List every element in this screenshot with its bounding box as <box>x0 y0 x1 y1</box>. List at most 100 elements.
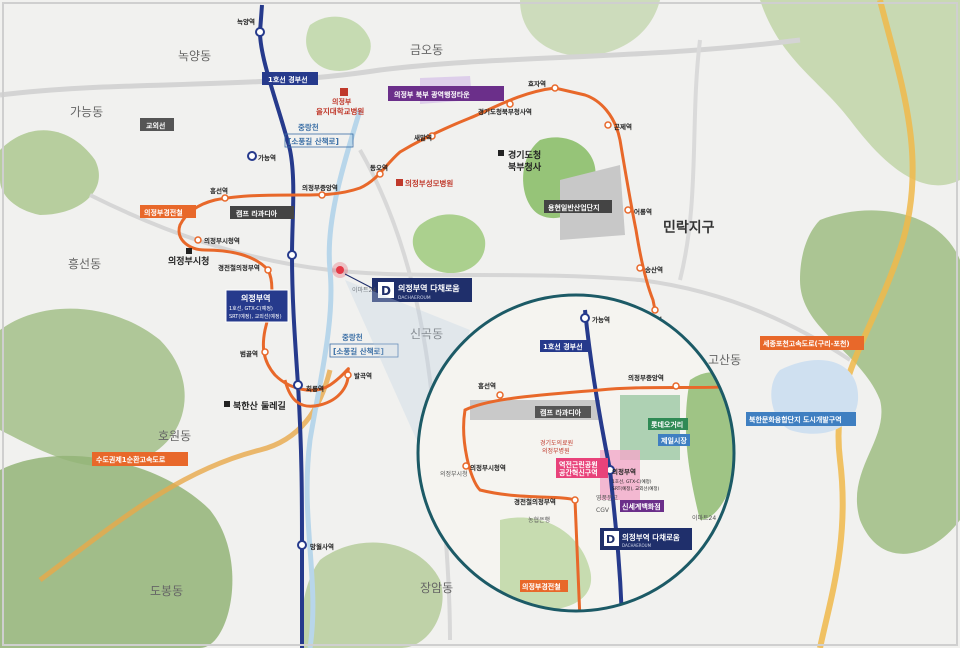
inset-tag-leisure: 의정부경전철 <box>520 580 568 592</box>
river-bottom-line1: 중랑천 <box>342 332 363 342</box>
leisure-stations: 탑석역 송산역 어룡역 곤제역 효자역 경기도청북부청사역 새말역 동오역 의정… <box>194 79 663 380</box>
station-heungseon-label: 흥선역 <box>210 186 228 195</box>
station-saemal-label: 새말역 <box>414 133 432 142</box>
project-callout: D 의정부역 다채로움 DACHAEROUM <box>372 278 472 302</box>
landmark-gyeonggi-office-line1: 경기도청 <box>508 149 541 161</box>
district-gosan: 고산동 <box>708 353 741 367</box>
district-dobong: 도봉동 <box>150 584 183 598</box>
tag-bukbu-culture: 북한문화융합단지 도시개발구역 <box>746 412 856 426</box>
project-sub: DACHAEROUM <box>398 295 431 301</box>
inset-tag-lotte-text: 롯데오거리 <box>651 420 683 429</box>
inset-gyeongjeon-label: 경전철의정부역 <box>514 497 556 506</box>
tag-line1: 1호선 경부선 <box>262 72 318 85</box>
tag-gyooeseon: 교외선 <box>140 118 174 131</box>
river-jungnangcheon <box>304 109 363 648</box>
tag-camp: 캠프 라과디아 <box>230 206 294 219</box>
district-singok: 신곡동 <box>410 327 443 341</box>
inset-tag-sinsegye-text: 신세계백화점 <box>622 502 661 511</box>
inset-uijeongbu-label: 의정부역 <box>612 467 636 476</box>
road-gray-2 <box>89 193 852 362</box>
station-mangwolsa-label: 망월사역 <box>310 542 334 551</box>
landmark-gyeonggi-office-line2: 북부청사 <box>508 161 542 173</box>
station-hoeryong-dot <box>293 380 303 390</box>
project-logo: D <box>381 284 391 298</box>
line1-stations: 녹양역 가능역 회룡역 망월사역 <box>237 17 334 551</box>
project-name: 의정부역 다채로움 <box>398 283 460 293</box>
station-beomgol-label: 범골역 <box>240 349 258 358</box>
tag-camp-text: 캠프 라과디아 <box>236 209 278 218</box>
tag-capital-ring: 수도권제1순환고속도로 <box>92 452 188 466</box>
inset-leisure <box>462 383 734 611</box>
inset-cgv: CGV <box>596 507 610 514</box>
inset-tag-sinsegye: 신세계백화점 <box>620 500 664 512</box>
inset-yeongpoong: 영풍문고 <box>596 494 619 502</box>
tag-bukbu-admin: 의정부 북부 광역행정타운 <box>388 86 504 101</box>
tag-leisure-text: 의정부경전철 <box>144 208 183 217</box>
station-dongo-label: 동오역 <box>370 163 388 172</box>
road-gray-1 <box>0 37 801 98</box>
road-gray-3 <box>358 149 452 641</box>
inset-tag-camp-text: 캠프 라과디아 <box>540 408 582 417</box>
inset-border <box>416 293 736 613</box>
inset-tag-youth-line2: 공간혁신구역 <box>559 468 598 477</box>
inset-tag-line1-text: 1호선 경부선 <box>543 342 583 351</box>
inset-hospital-line2: 의정부병원 <box>542 447 570 455</box>
tag-sejong-text: 세종포천고속도로(구리-포천) <box>763 339 850 348</box>
station-balgok-label: 발곡역 <box>354 371 372 380</box>
park-central <box>412 214 486 274</box>
tag-capital-ring-text: 수도권제1순환고속도로 <box>96 455 166 464</box>
inset-hospital-line1: 경기도의료원 <box>540 439 573 447</box>
district-geumo: 금오동 <box>410 43 443 57</box>
inset-tag-camp: 캠프 라과디아 <box>535 406 591 418</box>
inset-project-sub: DACHAEROUM <box>622 543 652 548</box>
station-jungang-label: 의정부중앙역 <box>302 183 338 192</box>
inset-tag-jeil-text: 제일시장 <box>661 436 687 445</box>
inset-emart24: 이마트24 <box>692 514 716 522</box>
tag-gyooeseon-text: 교외선 <box>146 121 165 130</box>
inset-project-callout: D 의정부역 다채로움 DACHAEROUM <box>600 528 692 550</box>
inset-tag-leisure-text: 의정부경전철 <box>522 582 561 591</box>
landmark-eulji-line2: 을지대학교병원 <box>316 106 364 116</box>
landmark-st-mary: 의정부성모병원 <box>405 178 453 188</box>
station-gyeongjeon-label: 경전철의정부역 <box>218 263 260 272</box>
landmark-city-hall: 의정부시청 <box>168 255 209 267</box>
river-top-line1: 중랑천 <box>298 122 319 132</box>
tag-bukbu-culture-text: 북한문화융합단지 도시개발구역 <box>749 415 842 424</box>
inset-map: 가능역 의정부중앙역 흥선역 의정부시청역 경전철의정부역 의정부역 1호선, … <box>418 295 734 611</box>
inset-city-hall-label: 의정부시청역 <box>470 463 506 472</box>
leisure-line-track <box>177 86 657 408</box>
district-heungseon: 흥선동 <box>68 257 101 271</box>
station-nokyang-label: 녹양역 <box>237 17 255 26</box>
city-hall-marker <box>186 248 192 254</box>
road-gray-4 <box>678 39 702 281</box>
inset-tag-line1: 1호선 경부선 <box>540 340 590 352</box>
station-hyoja-label: 효자역 <box>528 79 546 88</box>
inset-tag-jeil: 제일시장 <box>658 434 690 446</box>
st-mary-marker <box>396 179 403 186</box>
hill-west-top <box>0 130 99 215</box>
eulji-hospital-marker <box>340 88 348 96</box>
station-songsan-label: 송산역 <box>645 265 663 274</box>
station-city-hall-label: 의정부시청역 <box>204 236 240 245</box>
river-top-line2: [소풍길 산책로] <box>288 136 339 146</box>
inset-jungang-label: 의정부중앙역 <box>628 373 664 382</box>
gyeonggi-office-marker <box>498 150 504 156</box>
tag-leisure: 의정부경전철 <box>140 205 196 218</box>
district-howon: 호원동 <box>158 429 191 443</box>
station-eoryong-label: 어룡역 <box>634 207 652 216</box>
uijeongbu-station-box: 의정부역 1호선, GTX-C(예정) SRT(예정), 교외선(예정) <box>225 289 289 323</box>
hill-north <box>520 0 660 56</box>
station-mangwolsa-dot <box>297 540 307 550</box>
landmark-eulji-line1: 의정부 <box>332 97 352 106</box>
station-ganeung-label: 가능역 <box>258 153 276 162</box>
inset-ganeung-label: 가능역 <box>592 315 610 324</box>
inset-heungseon-label: 흥선역 <box>478 381 496 390</box>
station-box-line2: SRT(예정), 교외선(예정) <box>229 313 282 320</box>
tag-yongheon-text: 용현일반산업단지 <box>548 203 600 212</box>
landmark-bukhansan: 북한산 둘레길 <box>233 400 286 412</box>
tag-yongheon: 용현일반산업단지 <box>544 200 612 213</box>
district-jangam: 장암동 <box>420 581 453 595</box>
inset-tag-lotte: 롯데오거리 <box>648 418 688 430</box>
